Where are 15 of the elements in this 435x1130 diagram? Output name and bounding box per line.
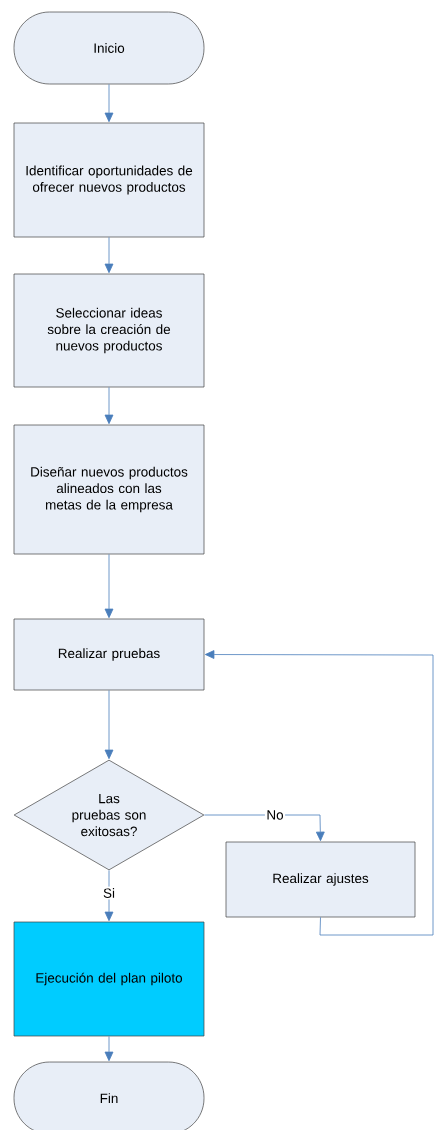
- process-box: Realizar pruebas: [13, 618, 205, 691]
- process-box: Seleccionar ideas sobre la creación de nuevos productos: [13, 273, 205, 388]
- arrow: [104, 869, 114, 922]
- arrow: [104, 386, 114, 425]
- process-box: Ejecución del plan piloto: [13, 921, 205, 1037]
- arrow: [204, 650, 434, 936]
- arrow: [104, 1035, 114, 1062]
- arrow: [104, 236, 114, 274]
- arrow: [104, 83, 114, 123]
- process-box: Diseñar nuevos productos alineados con las metas de la empresa: [13, 424, 205, 555]
- arrow: [104, 553, 114, 619]
- arrow: [104, 689, 114, 760]
- arrow: [203, 814, 325, 842]
- process-box: Realizar ajustes: [225, 841, 416, 918]
- process-box: Identificar oportunidades de ofrecer nuevos productos: [13, 122, 205, 238]
